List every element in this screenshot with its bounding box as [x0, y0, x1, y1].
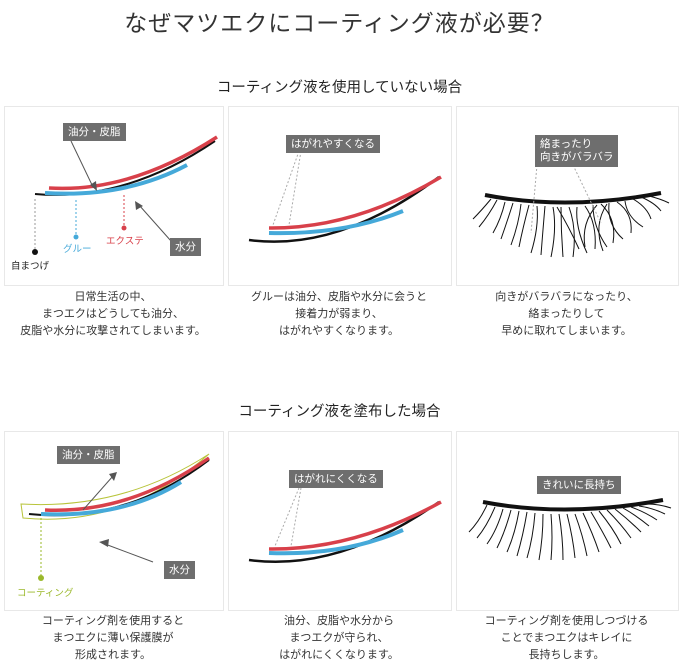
caption-attack: 日常生活の中、 まつエクはどうしても油分、 皮脂や水分に攻撃されてしまいます。: [4, 288, 222, 339]
caption-line: 向きがバラバラになったり、: [495, 290, 638, 303]
coated-lash-diagram: [20, 453, 211, 581]
caption-lasting: コーティング剤を使用しつづける ことでまつエクはキレイに 長持ちします。: [456, 612, 677, 663]
neat-lashes-diagram: [468, 498, 672, 561]
caption-line: 油分、皮脂や水分から: [284, 614, 394, 627]
caption-line: 長持ちします。: [528, 648, 605, 661]
caption-line: コーティング剤を使用すると: [41, 614, 185, 627]
caption-line: はがれやすくなります。: [279, 324, 399, 337]
caption-line: はがれにくくなります。: [279, 648, 399, 661]
caption-line: 皮脂や水分に攻撃されてしまいます。: [20, 324, 206, 337]
panel-with-coating-protect: 油分・皮脂 水分 コーティング: [4, 431, 224, 611]
lash-diagram-strong: [248, 487, 442, 563]
lash-diagram-attack: [32, 135, 218, 255]
tag-line: 向きがバラバラ: [540, 151, 614, 163]
water-tag: 水分: [164, 561, 195, 579]
caption-line: まつエクが守られ、: [289, 631, 389, 644]
tangled-direction-tag: 絡まったり 向きがバラバラ: [535, 135, 619, 167]
caption-line: 日常生活の中、: [74, 290, 152, 303]
caption-line: グルーは油分、皮脂や水分に会うと: [251, 290, 427, 303]
long-lasting-tag: きれいに長持ち: [537, 476, 621, 494]
caption-line: 早めに取れてしまいます。: [501, 324, 632, 337]
caption-line: 絡まったりして: [528, 307, 605, 320]
caption-line: まつエクに薄い保護膜が: [52, 631, 174, 644]
caption-strong: 油分、皮脂や水分から まつエクが守られ、 はがれにくくなります。: [228, 612, 450, 663]
section-title-with-coating: コーティング液を塗布した場合: [238, 404, 441, 420]
panel-with-coating-lasting: きれいに長持ち: [456, 431, 679, 611]
tangled-lashes-diagram: [472, 164, 670, 258]
oil-sebum-tag: 油分・皮脂: [63, 123, 126, 141]
peels-easily-tag: はがれやすくなる: [286, 135, 380, 153]
tag-line: 絡まったり: [540, 138, 593, 150]
panel-without-coating-peel: はがれやすくなる: [228, 106, 452, 286]
natural-lash-label: 自まつげ: [11, 261, 50, 272]
hard-to-peel-tag: はがれにくくなる: [289, 470, 383, 488]
panel-without-coating-attack: 油分・皮脂 水分 自まつげ グルー エクステ: [4, 106, 224, 286]
water-tag: 水分: [170, 238, 201, 256]
caption-tangle: 向きがバラバラになったり、 絡まったりして 早めに取れてしまいます。: [456, 288, 677, 339]
caption-line: 形成されます。: [75, 648, 151, 661]
lash-diagram-peel: [248, 150, 442, 243]
oil-sebum-tag: 油分・皮脂: [57, 446, 120, 464]
caption-peel: グルーは油分、皮脂や水分に会うと 接着力が弱まり、 はがれやすくなります。: [228, 288, 450, 339]
extension-label: エクステ: [106, 236, 144, 247]
caption-line: まつエクはどうしても油分、: [41, 307, 185, 320]
section-title-without-coating: コーティング液を使用していない場合: [216, 80, 463, 96]
glue-label: グルー: [63, 244, 92, 255]
coating-label: コーティング: [17, 588, 74, 599]
panel-without-coating-tangle: 絡まったり 向きがバラバラ: [456, 106, 679, 286]
page-title: なぜマツエクにコーティング液が必要？: [124, 11, 555, 37]
caption-line: 接着力が弱まり、: [295, 307, 383, 320]
caption-protect: コーティング剤を使用すると まつエクに薄い保護膜が 形成されます。: [4, 612, 222, 663]
caption-line: ことでまつエクはキレイに: [500, 631, 633, 644]
panel-with-coating-strong: はがれにくくなる: [228, 431, 452, 611]
caption-line: コーティング剤を使用しつづける: [484, 614, 649, 627]
